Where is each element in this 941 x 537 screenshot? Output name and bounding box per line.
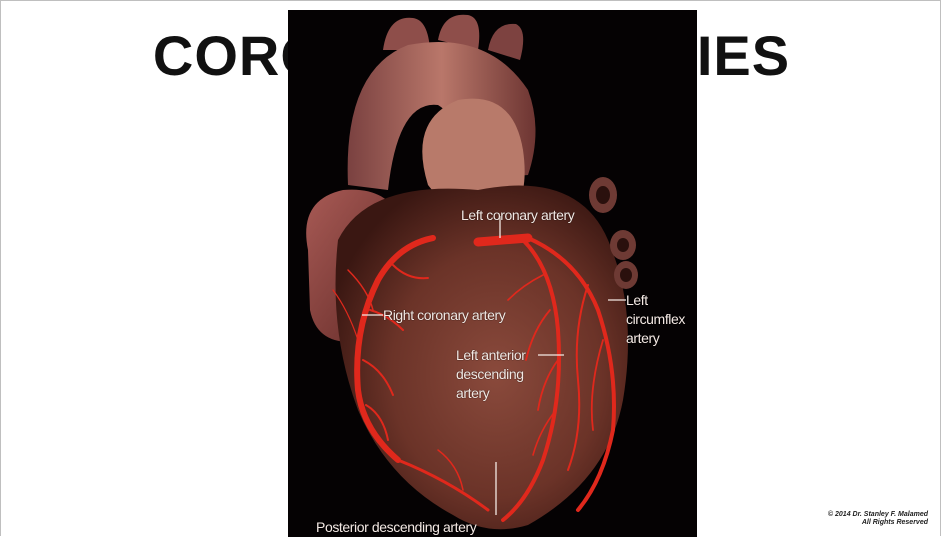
copyright-notice: © 2014 Dr. Stanley F. Malamed All Rights… bbox=[788, 511, 928, 527]
label-circumflex-artery: Left circumflex artery bbox=[626, 291, 685, 348]
heart-illustration: Left coronary artery Right coronary arte… bbox=[288, 10, 697, 537]
copyright-line-1: © 2014 Dr. Stanley F. Malamed bbox=[788, 511, 928, 519]
label-lad-artery: Left anterior descending artery bbox=[456, 346, 526, 403]
copyright-line-2: All Rights Reserved bbox=[788, 519, 928, 527]
label-posterior-descending-artery: Posterior descending artery bbox=[316, 518, 476, 537]
label-right-coronary-artery: Right coronary artery bbox=[383, 306, 505, 325]
heart-drawing bbox=[288, 10, 697, 537]
aorta-branch-3 bbox=[488, 24, 523, 60]
left-main-artery bbox=[478, 238, 528, 242]
label-left-coronary-artery: Left coronary artery bbox=[461, 206, 574, 225]
